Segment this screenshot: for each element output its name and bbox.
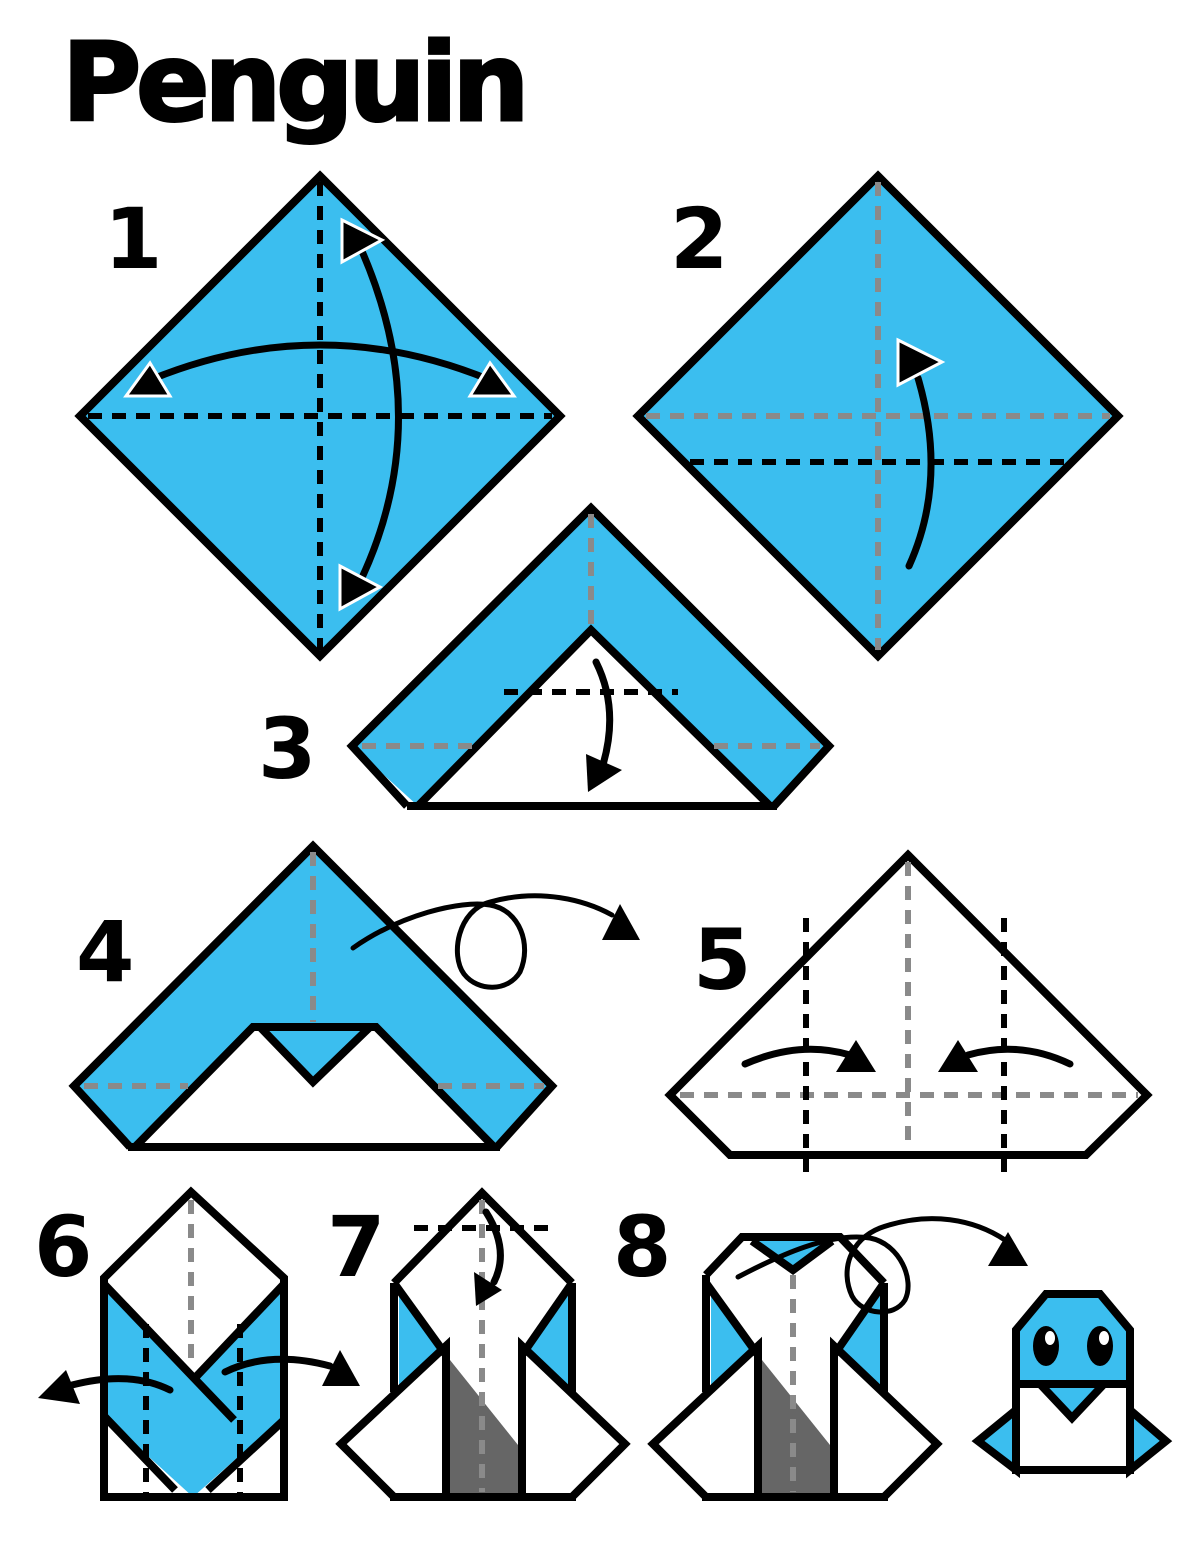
step-8-diagram [647,1216,1028,1501]
arrowhead-fold-up [896,337,946,388]
step-2-diagram [632,170,1124,662]
arrowhead-fold-tip [474,1272,502,1306]
step-7-number: 7 [327,1198,386,1296]
right-eye [1087,1326,1113,1366]
step-3-diagram [346,502,835,810]
arrowhead-left [123,360,173,398]
step-4-diagram [68,840,640,1151]
arrowhead-fold-back-left [38,1370,80,1404]
page-title: Penguin [60,21,530,146]
step-4-number: 4 [76,903,135,1001]
step-1-number: 1 [104,190,163,288]
step-3-number: 3 [258,700,317,798]
arrowhead-turn-over-final [988,1232,1028,1266]
step-8-number: 8 [613,1198,672,1296]
arrowhead-fold-left-flap [836,1040,876,1072]
arrowhead-fold-back-right [322,1350,360,1386]
arrowhead-bottom [338,563,384,612]
step-6-diagram [38,1186,360,1501]
step-6-number: 6 [34,1198,93,1296]
step-5-diagram [664,849,1153,1172]
step-2-number: 2 [670,190,729,288]
finished-penguin [971,1290,1173,1479]
arrowhead-fold-right-flap [938,1040,978,1072]
arrowhead-fold-down [586,754,622,792]
step-7-diagram [335,1187,631,1501]
arrowhead-top [340,217,386,265]
left-eye [1033,1326,1059,1366]
arrowhead-right [467,360,517,398]
step-5-number: 5 [693,911,752,1009]
step-1-diagram [74,170,566,662]
arrowhead-turn-over [602,904,640,940]
